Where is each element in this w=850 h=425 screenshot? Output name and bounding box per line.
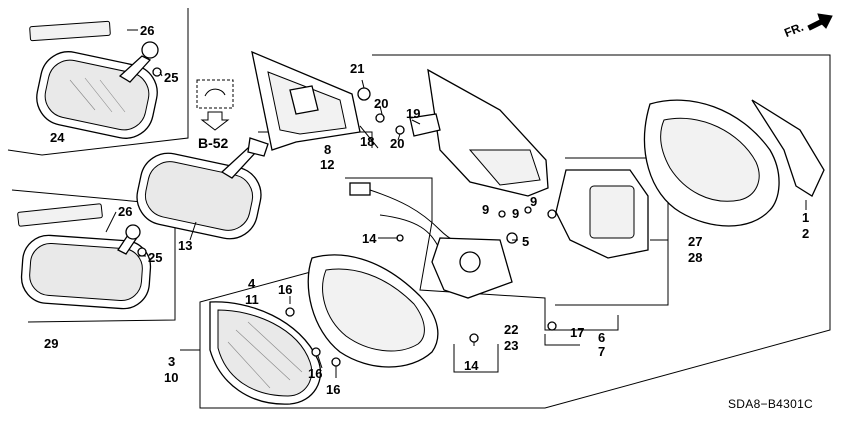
- reference-b52: [196, 79, 234, 131]
- rearview-mirror-29: [17, 203, 152, 310]
- mirror-actuator: [547, 169, 649, 259]
- reference-box: [196, 79, 234, 109]
- callout-7: 7: [598, 344, 605, 359]
- callout-8: 8: [324, 142, 331, 157]
- callout-1: 1: [802, 210, 809, 225]
- mirror-mount-stem: [118, 55, 152, 83]
- callout-16a: 16: [278, 282, 292, 297]
- screw-16-b: [311, 347, 321, 357]
- screw-16-a: [285, 307, 295, 317]
- bolt-20-b: [395, 125, 405, 135]
- screw-25-top: [152, 67, 162, 77]
- bolt-20-a: [375, 113, 385, 123]
- callout-29: 29: [44, 336, 58, 351]
- screw-9-b: [524, 206, 532, 214]
- direction-arrow-icon: [807, 13, 833, 31]
- reference-arrow-icon: [200, 111, 230, 131]
- mirror-glass-3: [209, 301, 322, 405]
- callout-11: 11: [245, 292, 259, 307]
- callout-23: 23: [504, 338, 518, 353]
- callout-20b: 20: [390, 136, 404, 151]
- screw-25-bottom: [137, 247, 147, 257]
- direction-fr: FR.: [782, 13, 833, 40]
- callout-26a: 26: [140, 23, 154, 38]
- callout-9a: 9: [482, 202, 489, 217]
- bracket-19: [409, 113, 441, 137]
- callout-25a: 25: [164, 70, 178, 85]
- callout-9b: 9: [512, 206, 519, 221]
- callout-25b: 25: [148, 250, 162, 265]
- callout-13: 13: [178, 238, 192, 253]
- callout-16b: 16: [308, 366, 322, 381]
- callout-20a: 20: [374, 96, 388, 111]
- mirror-cover-26: [17, 203, 103, 227]
- callout-26b: 26: [118, 204, 132, 219]
- oring-5: [506, 232, 518, 244]
- rearview-mirror-24: [29, 20, 162, 139]
- callout-9c: 9: [530, 194, 537, 209]
- mirror-cover-26: [29, 20, 111, 42]
- callout-14a: 14: [362, 231, 377, 246]
- callout-19: 19: [406, 106, 420, 121]
- mirror-holder: [307, 254, 439, 368]
- inner-garnish-8: [251, 50, 361, 151]
- rearview-mirror-13: [136, 137, 269, 240]
- connector: [349, 182, 371, 196]
- mirror-glass: [29, 243, 143, 301]
- callout-4: 4: [248, 276, 256, 291]
- callout-3: 3: [168, 354, 175, 369]
- callout-28: 28: [688, 250, 702, 265]
- screw-16-c: [331, 357, 341, 367]
- screw-17: [547, 321, 557, 331]
- callouts: 26 25 24 21 20 19 18 20 8 12 13 26 25 29…: [44, 23, 809, 397]
- callout-22: 22: [504, 322, 518, 337]
- mirror-mount-base: [141, 41, 159, 59]
- screws: [285, 234, 557, 367]
- callout-6: 6: [598, 330, 605, 345]
- mirror-mount-base: [125, 224, 141, 240]
- mirror-glass: [144, 161, 254, 231]
- direction-label: FR.: [782, 20, 805, 40]
- housing-cover: [751, 99, 825, 197]
- callout-5: 5: [522, 234, 529, 249]
- screw-14-b: [469, 333, 479, 343]
- mirror-mount-clip: [247, 137, 269, 157]
- mirror-housing-1: [643, 99, 825, 227]
- leader-lines: [105, 29, 807, 378]
- diagram-code: SDA8−B4301C: [728, 397, 813, 411]
- callout-18: 18: [360, 134, 374, 149]
- callout-16c: 16: [326, 382, 340, 397]
- callout-12: 12: [320, 157, 334, 172]
- nut-21: [357, 87, 371, 101]
- callout-10: 10: [164, 370, 178, 385]
- callout-21: 21: [350, 61, 364, 76]
- callout-14b: 14: [464, 358, 479, 373]
- callout-17: 17: [570, 325, 584, 340]
- mirror-base: [357, 68, 549, 197]
- callout-2: 2: [802, 226, 809, 241]
- screw-9-c: [547, 209, 557, 219]
- callout-27: 27: [688, 234, 702, 249]
- screw-9-a: [498, 210, 506, 218]
- reference-label: B-52: [198, 135, 229, 151]
- callout-24: 24: [50, 130, 65, 145]
